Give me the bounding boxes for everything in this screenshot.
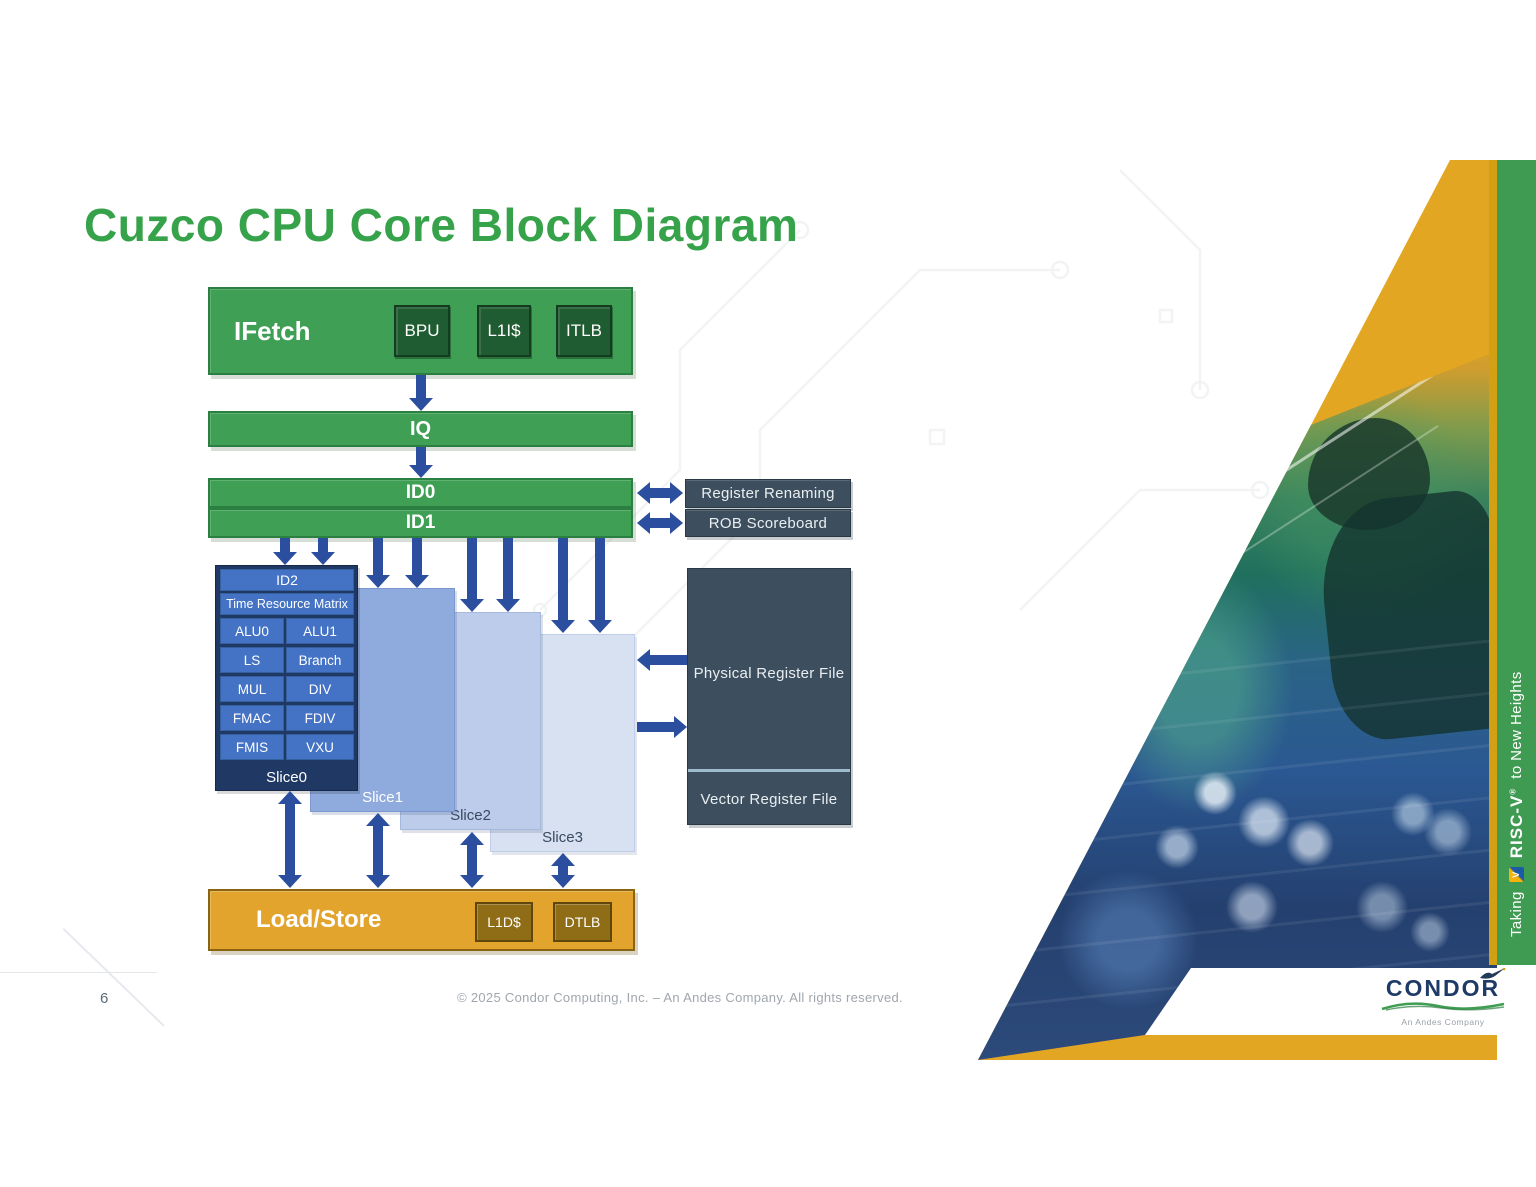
loadstore-label: Load/Store bbox=[256, 906, 382, 933]
arrow-id1-to-slice2 bbox=[467, 538, 477, 599]
slice3-label: Slice3 bbox=[542, 829, 583, 846]
sidebar-green-bar bbox=[1497, 160, 1536, 965]
slice2-label: Slice2 bbox=[450, 807, 491, 824]
registered-mark: ® bbox=[1507, 787, 1517, 795]
tagline-suffix: to New Heights bbox=[1508, 671, 1525, 779]
arrow-slice3-loadstore bbox=[558, 866, 568, 875]
condor-tagline: An Andes Company bbox=[1401, 1017, 1485, 1027]
arrow-id1-rob-scoreboard bbox=[650, 518, 670, 528]
arrow-prf-to-slices bbox=[650, 655, 687, 665]
slice1-label: Slice1 bbox=[362, 789, 403, 806]
block-fdiv: FDIV bbox=[286, 705, 354, 731]
block-iq: IQ bbox=[208, 411, 633, 447]
block-fmis: FMIS bbox=[220, 734, 284, 760]
arrow-id1-to-slice1 bbox=[373, 538, 383, 575]
register-file-divider bbox=[688, 769, 850, 772]
tagline-brand: RISC-V® bbox=[1506, 787, 1526, 859]
page-number: 6 bbox=[100, 990, 109, 1007]
block-register-renaming: Register Renaming bbox=[685, 479, 851, 508]
condor-wordmark: CONDOR bbox=[1363, 968, 1523, 1000]
block-vxu: VXU bbox=[286, 734, 354, 760]
riscv-logo-icon: V bbox=[1509, 867, 1524, 883]
footer-diagonal-rule bbox=[62, 928, 165, 1027]
footer-rule bbox=[0, 972, 157, 973]
block-itlb: ITLB bbox=[556, 305, 612, 357]
sidebar-gold-stripe bbox=[1489, 160, 1497, 965]
circuit-pattern-decor bbox=[532, 169, 1270, 651]
block-alu1: ALU1 bbox=[286, 618, 354, 644]
arrow-ifetch-to-iq bbox=[416, 375, 426, 398]
block-id2: ID2 bbox=[220, 569, 354, 591]
block-register-files: Physical Register File Vector Register F… bbox=[687, 568, 851, 825]
ifetch-label: IFetch bbox=[234, 315, 311, 346]
arrow-id1-to-slice2 bbox=[503, 538, 513, 599]
block-branch: Branch bbox=[286, 647, 354, 673]
block-ifetch: IFetch BPU L1I$ ITLB bbox=[208, 287, 633, 375]
condor-bird-icon bbox=[1480, 968, 1506, 979]
arrow-id0-register-renaming bbox=[650, 488, 670, 498]
slice0-label: Slice0 bbox=[266, 769, 307, 786]
arrow-slices-to-prf bbox=[637, 722, 674, 732]
block-mul: MUL bbox=[220, 676, 284, 702]
arrow-slice1-loadstore bbox=[373, 826, 383, 875]
arrow-id1-to-slice3 bbox=[558, 538, 568, 620]
block-time-resource-matrix: Time Resource Matrix bbox=[220, 593, 354, 615]
block-slice0: ID2 Time Resource Matrix ALU0 ALU1 LS Br… bbox=[215, 565, 358, 791]
block-bpu: BPU bbox=[394, 305, 450, 357]
block-loadstore: Load/Store L1D$ DTLB bbox=[208, 889, 635, 951]
block-alu0: ALU0 bbox=[220, 618, 284, 644]
page-title: Cuzco CPU Core Block Diagram bbox=[84, 199, 799, 251]
block-dtlb: DTLB bbox=[553, 902, 612, 942]
block-l1d-cache: L1D$ bbox=[475, 902, 533, 942]
vertical-tagline: Taking V RISC-V® to New Heights bbox=[1497, 160, 1536, 965]
block-fmac: FMAC bbox=[220, 705, 284, 731]
arrow-slice0-loadstore bbox=[285, 804, 295, 875]
arrow-id1-to-slice0 bbox=[318, 538, 328, 552]
tagline-prefix: Taking bbox=[1508, 891, 1525, 937]
block-l1i-cache: L1I$ bbox=[477, 305, 531, 357]
logo-panel: CONDOR An Andes Company bbox=[1145, 968, 1536, 1035]
condor-mountain-icon bbox=[1381, 1002, 1505, 1011]
arrow-slice2-loadstore bbox=[467, 845, 477, 875]
block-id0: ID0 bbox=[208, 478, 633, 508]
arrow-id1-to-slice0 bbox=[280, 538, 290, 552]
block-div: DIV bbox=[286, 676, 354, 702]
condor-logo: CONDOR An Andes Company bbox=[1363, 968, 1523, 1027]
block-ls: LS bbox=[220, 647, 284, 673]
physical-register-file-label: Physical Register File bbox=[693, 665, 845, 682]
block-id1: ID1 bbox=[208, 508, 633, 538]
copyright-text: © 2025 Condor Computing, Inc. – An Andes… bbox=[457, 990, 903, 1005]
vector-register-file-label: Vector Register File bbox=[700, 791, 838, 808]
arrow-iq-to-id0 bbox=[416, 447, 426, 465]
arrow-id1-to-slice1 bbox=[412, 538, 422, 575]
block-rob-scoreboard: ROB Scoreboard bbox=[685, 509, 851, 537]
arrow-id1-to-slice3 bbox=[595, 538, 605, 620]
